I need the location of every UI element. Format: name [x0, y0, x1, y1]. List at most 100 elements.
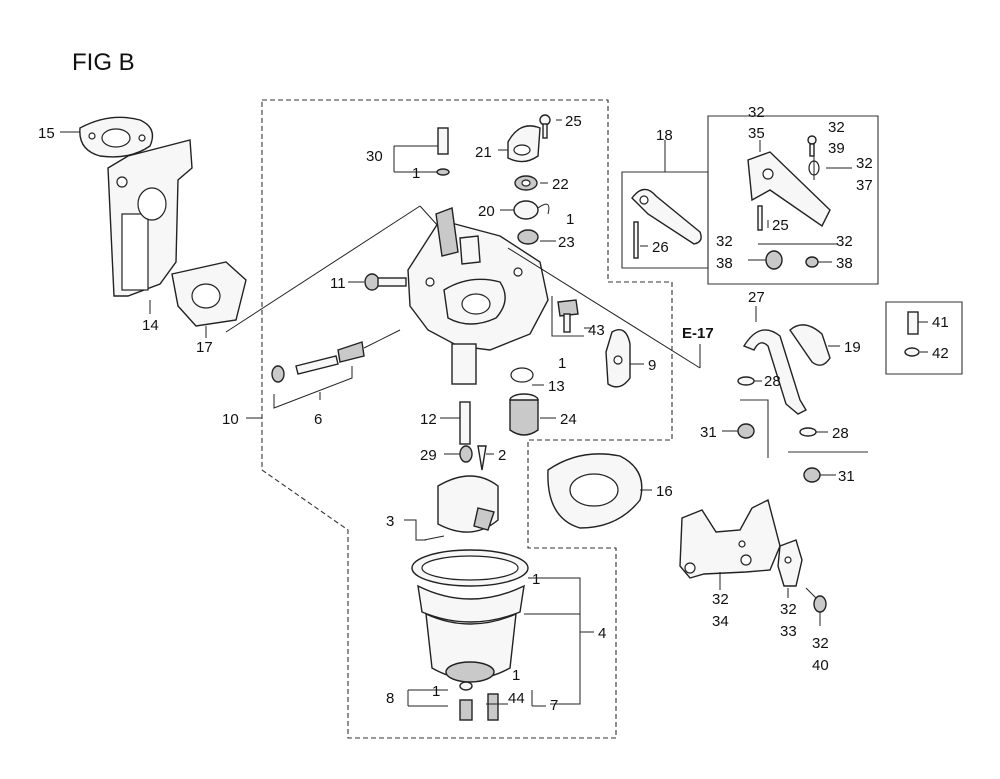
callout-40: 40 — [812, 657, 829, 674]
callout-32-g: 32 — [780, 601, 797, 618]
callout-17: 17 — [196, 339, 213, 356]
float-3 — [423, 475, 499, 541]
screw-40 — [805, 587, 827, 613]
cover-21 — [507, 125, 541, 163]
callout-13: 13 — [548, 378, 565, 395]
oring-13 — [510, 367, 534, 383]
lever-33 — [777, 539, 803, 587]
callout-23: 23 — [558, 234, 575, 251]
callout-28-a: 28 — [764, 373, 781, 390]
screw-43 — [551, 296, 584, 337]
reference-e17: E-17 — [682, 325, 714, 342]
callout-43: 43 — [588, 322, 605, 339]
callout-32-b: 32 — [828, 119, 845, 136]
callout-4: 4 — [598, 625, 606, 642]
insulator-16 — [547, 453, 643, 529]
seal-23 — [517, 229, 539, 245]
piston-20 — [513, 200, 550, 220]
callout-32-e: 32 — [836, 233, 853, 250]
bracket-34 — [679, 498, 781, 579]
seal-22 — [514, 175, 538, 191]
callout-32-d: 32 — [716, 233, 733, 250]
callout-22: 22 — [552, 176, 569, 193]
pilot-screw-6 — [271, 329, 401, 383]
screw-8 — [459, 681, 473, 721]
callout-28-b: 28 — [832, 425, 849, 442]
callout-18: 18 — [656, 127, 673, 144]
clip-42 — [904, 347, 920, 357]
kit-frame-32-35 — [707, 115, 879, 285]
callout-1-c: 1 — [558, 355, 566, 372]
tube-27 — [742, 329, 807, 415]
callout-38-b: 38 — [836, 255, 853, 272]
carburetor-assembly-frame — [261, 99, 673, 739]
callout-27: 27 — [748, 289, 765, 306]
carburetor-body — [407, 207, 549, 385]
callout-33: 33 — [780, 623, 797, 640]
figure-title: FIG B — [72, 49, 135, 76]
callout-35: 35 — [748, 125, 765, 142]
callout-29: 29 — [420, 447, 437, 464]
washer-38b — [805, 256, 819, 268]
callout-32-f: 32 — [712, 591, 729, 608]
callout-37: 37 — [856, 177, 873, 194]
callout-26-a: 26 — [652, 239, 669, 256]
callout-32-c: 32 — [856, 155, 873, 172]
callout-38-a: 38 — [716, 255, 733, 272]
callout-12: 12 — [420, 411, 437, 428]
divider-31a — [740, 399, 769, 458]
screw-25 — [539, 114, 551, 139]
callout-31-a: 31 — [700, 424, 717, 441]
heat-shield-14 — [107, 139, 193, 297]
screw-39 — [807, 135, 817, 157]
callout-2: 2 — [498, 447, 506, 464]
callout-11: 11 — [330, 275, 346, 292]
gasket-15 — [79, 116, 154, 158]
grommet-31a — [737, 423, 755, 439]
callout-24: 24 — [560, 411, 577, 428]
grommet-31b — [803, 467, 821, 483]
clip-28b — [799, 427, 817, 437]
clip-28a — [737, 376, 755, 386]
strainer-24 — [509, 393, 539, 436]
callout-34: 34 — [712, 613, 729, 630]
callout-7: 7 — [550, 697, 558, 714]
bracket-9 — [605, 329, 631, 388]
callout-21: 21 — [475, 144, 492, 161]
callout-16: 16 — [656, 483, 673, 500]
callout-44: 44 — [508, 690, 525, 707]
needle-2 — [477, 445, 487, 471]
lever-35 — [747, 151, 831, 231]
jet-12 — [459, 401, 471, 445]
callout-14: 14 — [142, 317, 159, 334]
callout-31-b: 31 — [838, 468, 855, 485]
callout-6: 6 — [314, 411, 322, 428]
tube-19 — [789, 324, 831, 366]
callout-9: 9 — [648, 357, 656, 374]
float-bowl-4 — [411, 549, 529, 683]
callout-41: 41 — [932, 314, 949, 331]
callout-1-f: 1 — [512, 667, 520, 684]
callout-1-b: 1 — [566, 211, 574, 228]
spring-38a — [765, 250, 783, 270]
screw-11 — [364, 273, 407, 291]
callout-10: 10 — [222, 411, 239, 428]
callout-25-b: 25 — [772, 217, 789, 234]
callout-32-h: 32 — [812, 635, 829, 652]
lever-18 — [631, 188, 702, 259]
callout-8: 8 — [386, 690, 394, 707]
pin-41 — [907, 311, 919, 335]
callout-19: 19 — [844, 339, 861, 356]
callout-3: 3 — [386, 513, 394, 530]
kit-frame-41-42 — [885, 301, 963, 375]
callout-30: 30 — [366, 148, 383, 165]
callout-1-a: 1 — [412, 165, 420, 182]
callout-25-a: 25 — [565, 113, 582, 130]
gasket-17 — [171, 261, 247, 327]
callout-1-d: 1 — [532, 571, 540, 588]
callout-1-e: 1 — [432, 683, 440, 700]
screw-30 — [436, 127, 450, 176]
screw-44 — [487, 693, 499, 721]
callout-42: 42 — [932, 345, 949, 362]
